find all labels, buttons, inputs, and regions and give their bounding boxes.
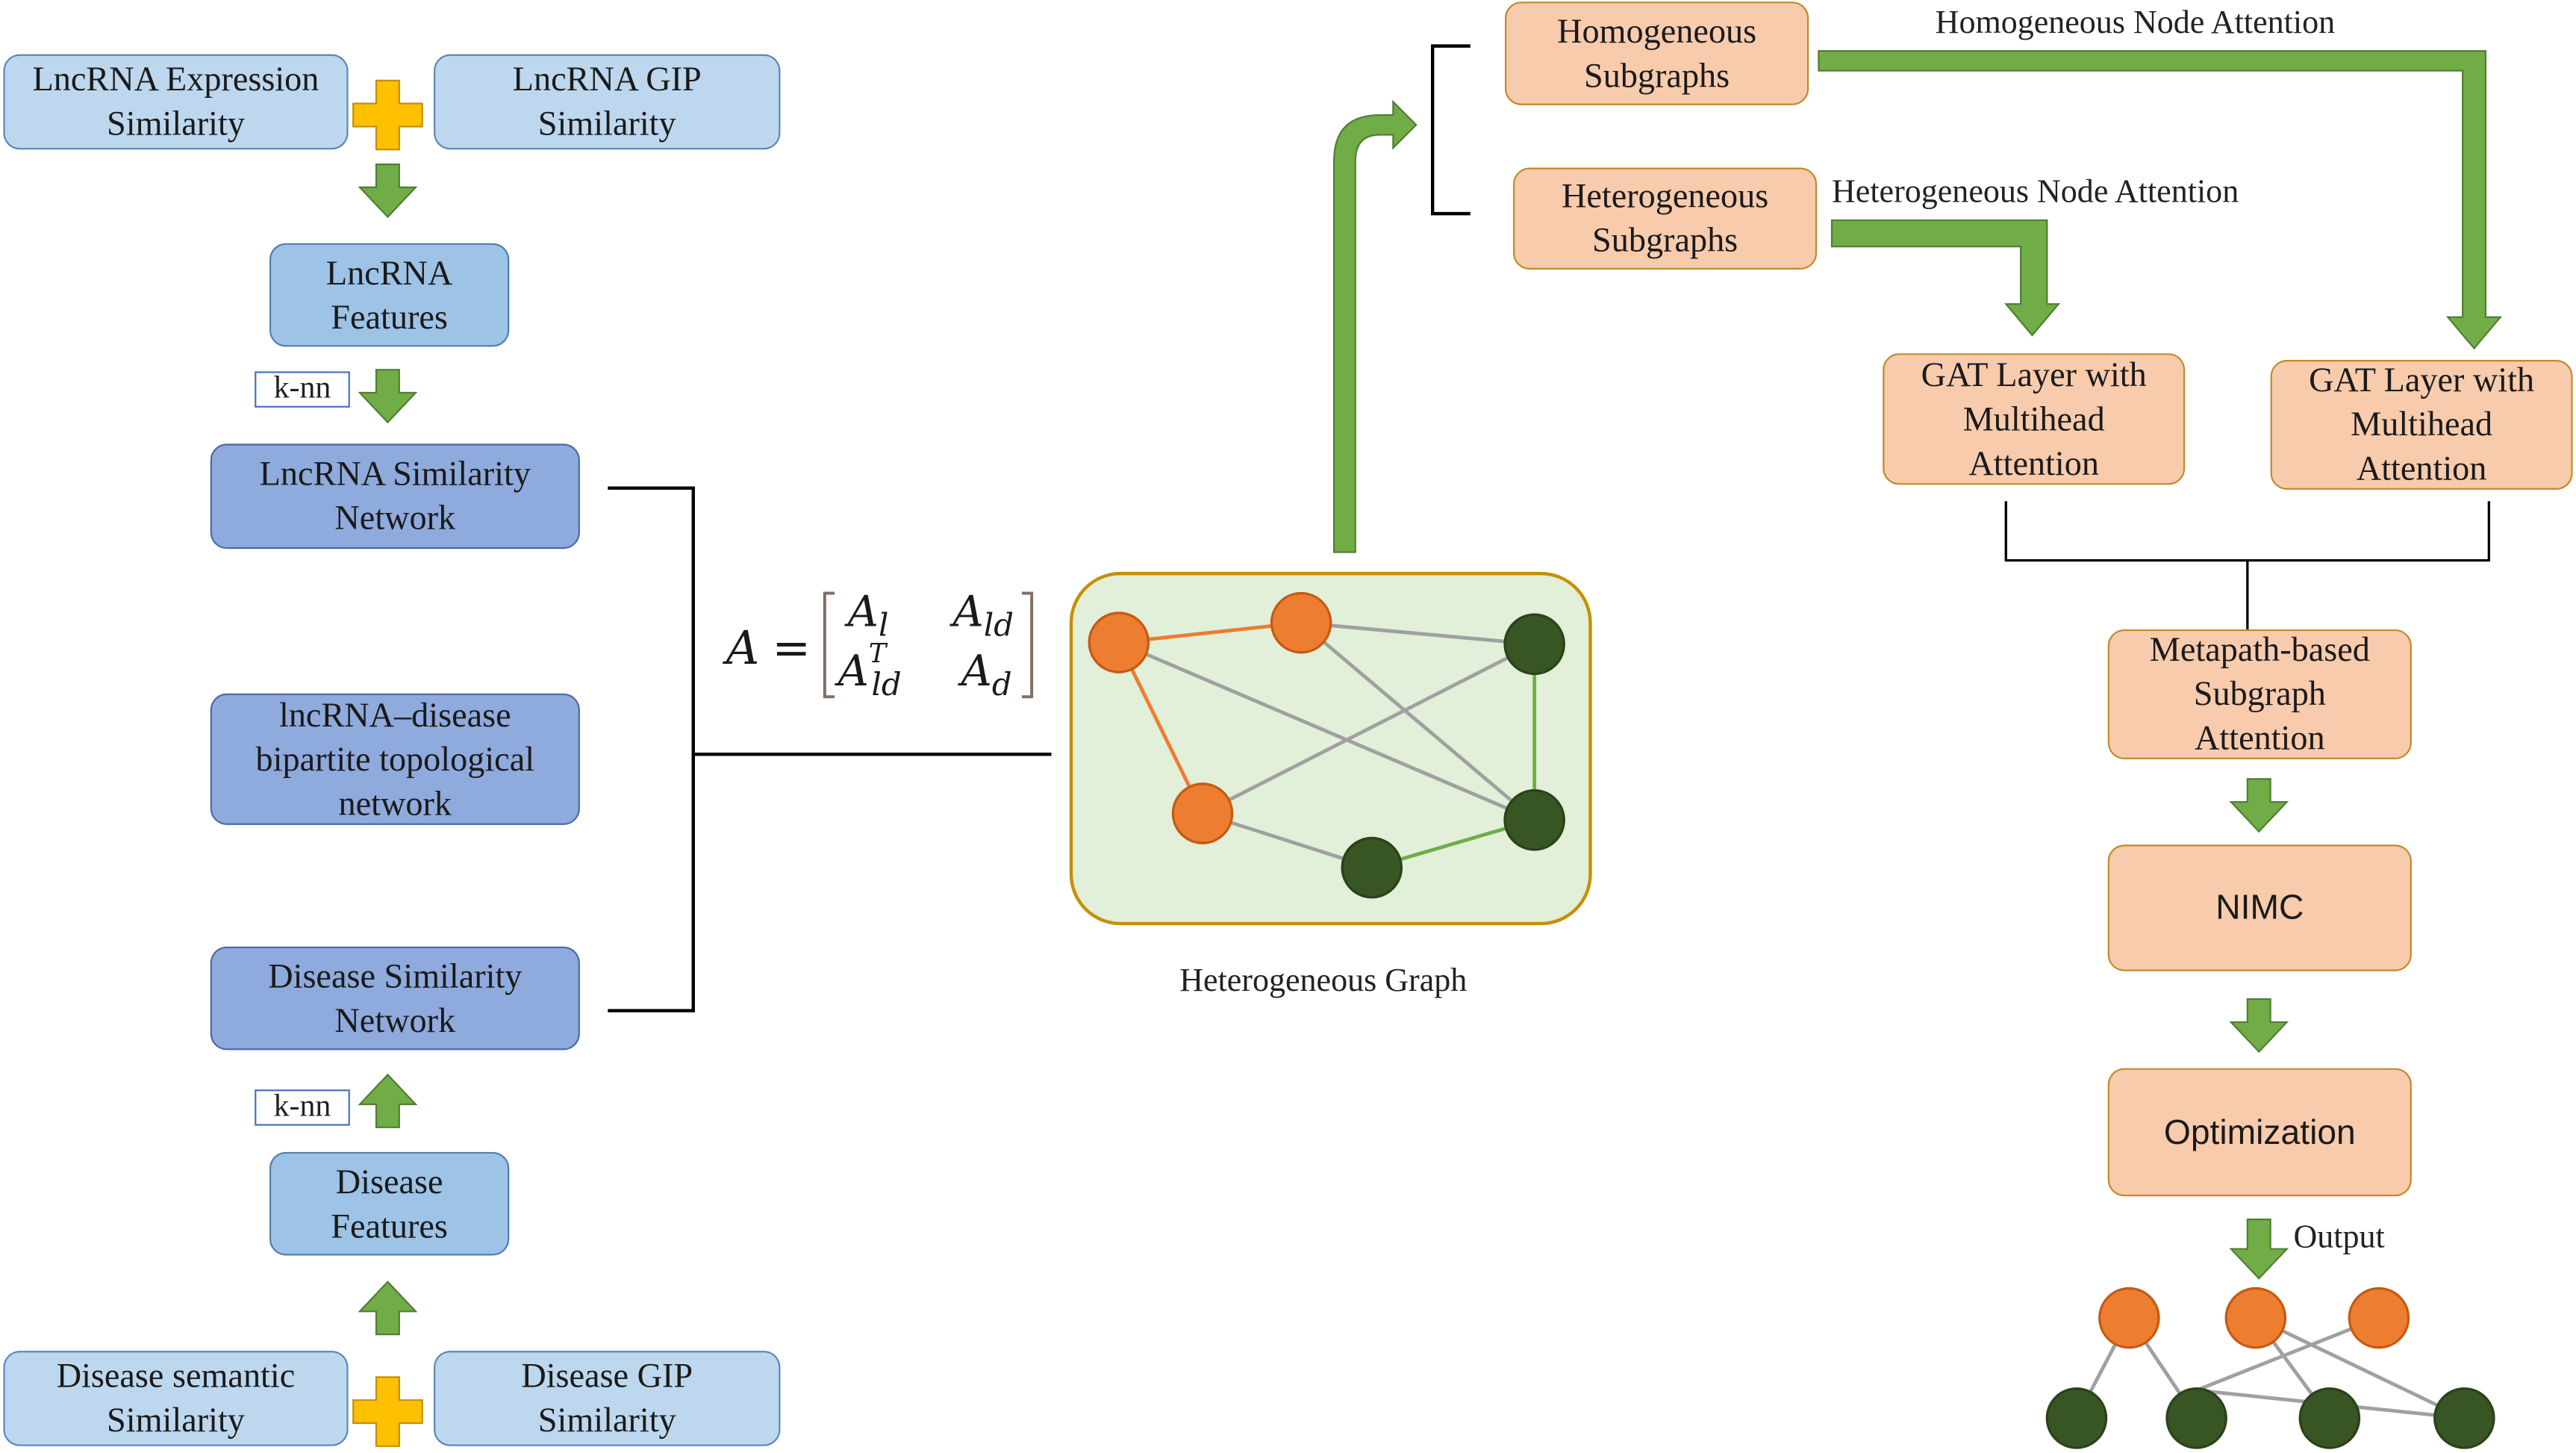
disease-gip-similarity-box: Disease GIP Similarity bbox=[434, 1351, 781, 1446]
matrix-equals: = bbox=[772, 621, 811, 675]
arrow-up-to-dis-features bbox=[358, 1281, 418, 1336]
nimc-box: NIMC bbox=[2107, 844, 2412, 971]
matrix-a12: Ald bbox=[949, 588, 1014, 644]
heterogeneous-graph-caption: Heterogeneous Graph bbox=[1179, 962, 1468, 1000]
plus-icon-lncrna bbox=[352, 79, 423, 151]
arrow-homogeneous-attention bbox=[1818, 50, 2503, 350]
disease-features-box: Disease Features bbox=[269, 1151, 510, 1256]
subgraph-bracket bbox=[1430, 44, 1471, 216]
graph-disease-nodes bbox=[1341, 613, 1565, 899]
arrow-graph-to-subgraphs bbox=[1333, 99, 1418, 553]
metapath-subgraph-attention-box: Metapath-based Subgraph Attention bbox=[2107, 629, 2412, 759]
knn-label-disease: k-nn bbox=[255, 1089, 350, 1126]
knn-label-lncrna: k-nn bbox=[255, 371, 350, 408]
arrow-heterogeneous-attention bbox=[1830, 219, 2061, 337]
heterogeneous-node-attention-label: Heterogeneous Node Attention bbox=[1832, 174, 2239, 211]
homogeneous-subgraphs-box: Homogeneous Subgraphs bbox=[1505, 1, 1809, 105]
disease-similarity-network-box: Disease Similarity Network bbox=[210, 946, 580, 1051]
lncrna-expression-similarity-box: LncRNA Expression Similarity bbox=[3, 54, 349, 150]
output-disease-nodes bbox=[2045, 1387, 2495, 1449]
arrow-down-knn-lnc bbox=[358, 369, 418, 424]
output-label: Output bbox=[2293, 1219, 2385, 1256]
output-lncrna-nodes bbox=[2098, 1286, 2410, 1349]
lncrna-disease-bipartite-network-box: lncRNA–disease bipartite topological net… bbox=[210, 693, 580, 825]
gat-layer-box-heterogeneous: GAT Layer with Multihead Attention bbox=[1883, 353, 2186, 485]
arrow-down-to-optim bbox=[2229, 998, 2289, 1054]
arrow-down-output bbox=[2229, 1218, 2289, 1280]
arrow-down-to-nimc bbox=[2229, 778, 2289, 833]
disease-semantic-similarity-box: Disease semantic Similarity bbox=[3, 1351, 349, 1446]
lncrna-similarity-network-box: LncRNA Similarity Network bbox=[210, 444, 580, 550]
plus-icon-disease bbox=[352, 1376, 423, 1447]
matrix-lhs: A bbox=[723, 621, 759, 675]
network-bracket bbox=[608, 486, 1052, 1012]
arrow-down-to-lnc-features bbox=[358, 163, 418, 219]
heterogeneous-subgraphs-box: Heterogeneous Subgraphs bbox=[1513, 167, 1818, 270]
gat-merge-connector bbox=[2004, 501, 2491, 629]
lncrna-gip-similarity-box: LncRNA GIP Similarity bbox=[434, 54, 781, 150]
optimization-box: Optimization bbox=[2107, 1068, 2412, 1197]
matrix-brackets bbox=[823, 591, 1034, 699]
matrix-a22: Ad bbox=[958, 647, 1012, 703]
lncrna-features-box: LncRNA Features bbox=[269, 243, 510, 347]
arrow-up-knn-disease bbox=[358, 1073, 418, 1128]
gat-layer-box-homogeneous: GAT Layer with Multihead Attention bbox=[2270, 359, 2573, 490]
graph-lncrna-nodes bbox=[1088, 591, 1332, 844]
homogeneous-node-attention-label: Homogeneous Node Attention bbox=[1935, 4, 2336, 42]
matrix-a11: Al bbox=[844, 588, 889, 644]
